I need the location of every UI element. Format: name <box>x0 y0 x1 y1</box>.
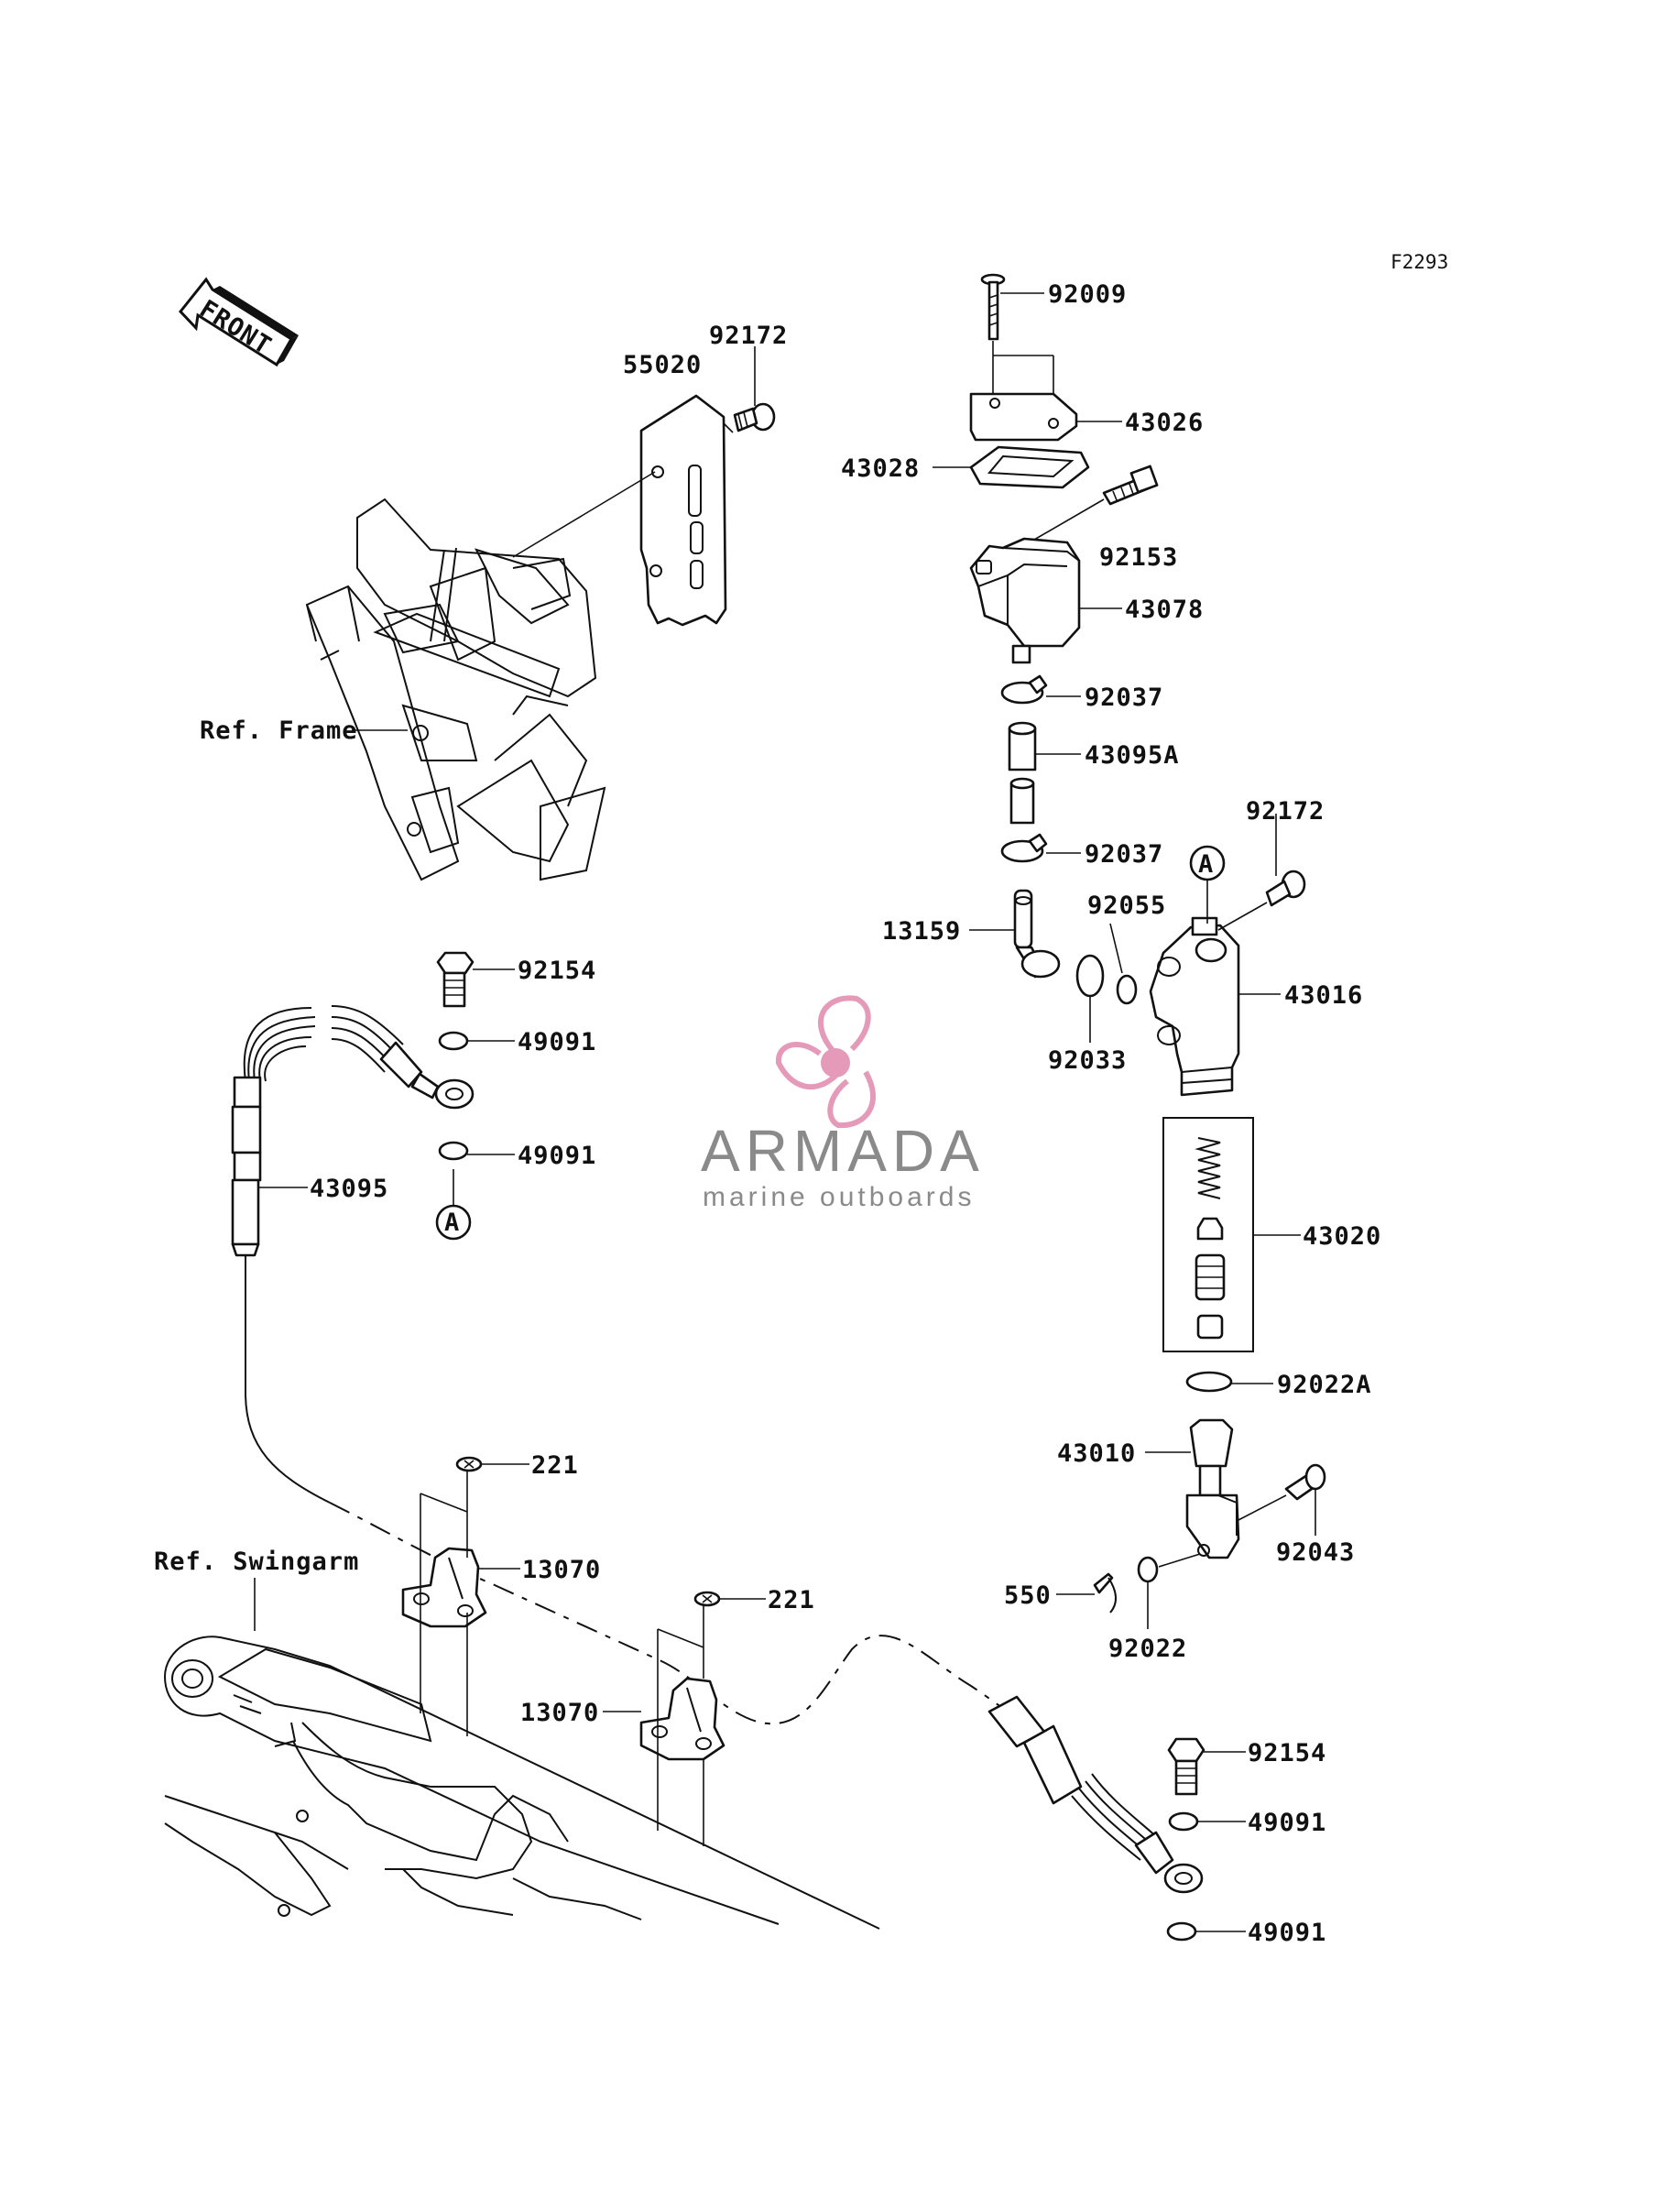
hose-43095A <box>1008 721 1037 825</box>
cotter-pin-550 <box>1093 1572 1117 1614</box>
ref-swingarm-label: Ref. Swingarm <box>154 1548 359 1576</box>
push-rod-43010 <box>1185 1418 1240 1559</box>
label-13070-left: 13070 <box>522 1556 601 1584</box>
washer-49091-b <box>438 1141 469 1161</box>
label-43028: 43028 <box>841 454 920 483</box>
washer-49091-a <box>438 1031 469 1051</box>
label-92022A: 92022A <box>1277 1371 1372 1399</box>
screw-92153 <box>1102 465 1159 506</box>
label-43095: 43095 <box>310 1175 388 1203</box>
marker-a-upper: A <box>1189 845 1226 881</box>
label-92033: 92033 <box>1048 1046 1127 1075</box>
bolt-92172-upper <box>733 402 776 432</box>
label-43020: 43020 <box>1303 1222 1381 1251</box>
label-13070-right: 13070 <box>520 1699 599 1727</box>
label-13159: 13159 <box>882 917 961 946</box>
label-92037-upper: 92037 <box>1085 684 1163 712</box>
cap-43026 <box>969 392 1078 442</box>
oring-92055 <box>1116 974 1138 1005</box>
label-43016: 43016 <box>1284 981 1363 1010</box>
label-49091-d: 49091 <box>1248 1919 1326 1947</box>
bolt-92009 <box>980 273 1006 341</box>
label-550: 550 <box>1004 1581 1052 1610</box>
circlip-92033 <box>1075 954 1105 998</box>
label-221-right: 221 <box>768 1586 815 1614</box>
brake-hose-end <box>987 1695 1174 1875</box>
label-92153: 92153 <box>1099 543 1178 572</box>
label-92043: 92043 <box>1276 1538 1355 1567</box>
washer-49091-c <box>1168 1811 1199 1832</box>
banjo-bolt-92154-upper <box>436 951 475 1008</box>
brake-hose-43095 <box>231 1005 440 1257</box>
screw-221-left <box>455 1456 483 1472</box>
reservoir-43078 <box>969 537 1081 664</box>
label-49091-a: 49091 <box>518 1028 596 1056</box>
banjo-bolt-92154-lower <box>1167 1737 1205 1796</box>
clamp-92037-lower <box>1000 833 1048 863</box>
diagram-code: F2293 <box>1391 251 1448 273</box>
label-92055: 92055 <box>1087 892 1166 920</box>
watermark-logo: ARMADA marine outboards <box>701 995 985 1212</box>
banjo-eye-upper <box>434 1078 475 1110</box>
master-cylinder-43016 <box>1149 916 1240 1097</box>
frame-drawing <box>305 498 606 881</box>
svg-text:A: A <box>1198 850 1214 879</box>
label-55020: 55020 <box>623 351 702 379</box>
label-92154-upper: 92154 <box>518 957 596 985</box>
propeller-icon <box>775 995 877 1129</box>
label-92172-lower: 92172 <box>1246 797 1325 826</box>
diaphragm-43028 <box>969 445 1090 489</box>
circlip-92022A <box>1185 1371 1233 1393</box>
clamp-13070-left <box>401 1547 487 1628</box>
label-92172-upper: 92172 <box>709 322 788 350</box>
label-221-left: 221 <box>531 1451 579 1480</box>
part-labels: 92009 43026 43028 92153 43078 92037 4309… <box>310 280 1381 1947</box>
clamp-13070-right <box>639 1677 725 1761</box>
swingarm-drawing <box>164 1636 880 1930</box>
banjo-eye-lower <box>1163 1863 1204 1894</box>
label-92022: 92022 <box>1108 1635 1187 1663</box>
label-49091-c: 49091 <box>1248 1809 1326 1837</box>
label-92154-lower: 92154 <box>1248 1739 1326 1767</box>
bolt-92172-lower <box>1265 870 1306 907</box>
svg-text:A: A <box>444 1209 460 1237</box>
label-43026: 43026 <box>1125 409 1204 437</box>
label-92009: 92009 <box>1048 280 1127 309</box>
fitting-13159 <box>1013 889 1061 979</box>
ref-frame-label: Ref. Frame <box>200 717 358 745</box>
label-49091-b: 49091 <box>518 1142 596 1170</box>
marker-a-lower: A <box>435 1204 472 1241</box>
label-43095A: 43095A <box>1085 741 1180 770</box>
label-43078: 43078 <box>1125 596 1204 624</box>
front-arrow-icon: FRONT <box>179 277 299 367</box>
piston-kit-43020 <box>1162 1117 1254 1352</box>
pin-92043 <box>1284 1463 1326 1501</box>
watermark-brand: ARMADA <box>701 1118 985 1184</box>
label-92037-lower: 92037 <box>1085 840 1163 869</box>
washer-92022 <box>1137 1556 1159 1583</box>
washer-49091-d <box>1166 1921 1197 1942</box>
clamp-92037-upper <box>1000 674 1048 705</box>
watermark-tagline: marine outboards <box>703 1182 975 1212</box>
label-43010: 43010 <box>1057 1439 1136 1468</box>
screw-221-right <box>693 1591 721 1607</box>
bracket-plate-55020 <box>639 394 734 627</box>
